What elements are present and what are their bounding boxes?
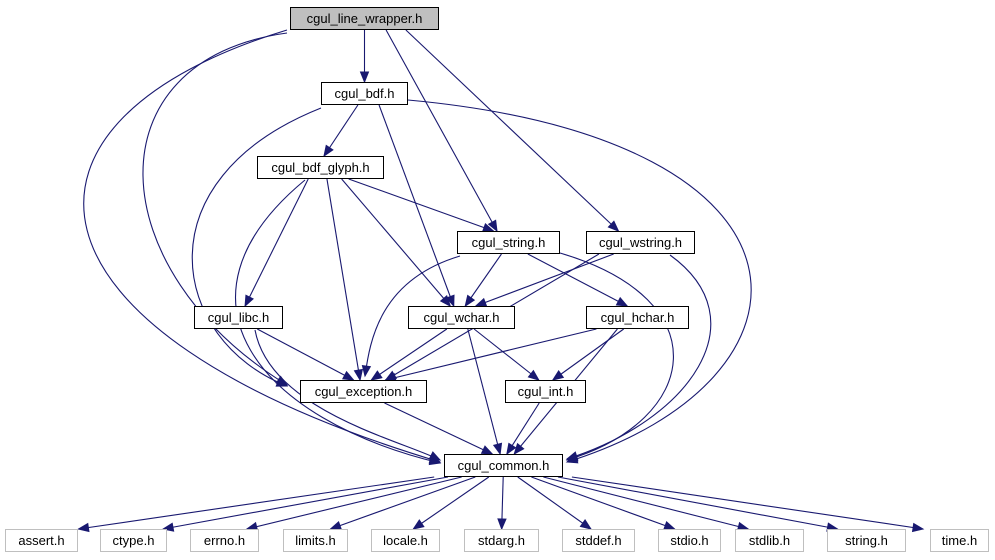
- edge-common-to-locale-arrowhead: [412, 519, 425, 530]
- edge-line-wrapper-to-string: [385, 29, 498, 232]
- edge-bdf-glyph-to-exception: [326, 178, 361, 381]
- node-cgul-bdf-h[interactable]: cgul_bdf.h: [321, 82, 408, 105]
- edge-bdf-to-bdf-glyph-arrowhead: [323, 144, 334, 158]
- edge-hchar-to-exception: [385, 328, 597, 381]
- node-ctype-h: ctype.h: [100, 529, 167, 552]
- edge-bdf-glyph-to-string: [348, 178, 494, 232]
- edge-wstring-to-wchar: [475, 253, 614, 307]
- edge-bdf-to-exception-arrowhead: [275, 377, 289, 387]
- edge-string-to-wchar: [464, 253, 502, 307]
- dependency-edges: [77, 29, 925, 533]
- edge-wchar-to-exception-arrowhead: [370, 370, 383, 381]
- edge-wstring-to-common: [566, 254, 712, 460]
- edge-string-to-common: [559, 252, 674, 461]
- node-cgul-line-wrapper-h: cgul_line_wrapper.h: [290, 7, 439, 30]
- node-locale-h: locale.h: [371, 529, 440, 552]
- edge-string-to-hchar: [527, 253, 628, 307]
- edge-line-wrapper-to-bdf-arrowhead: [359, 71, 370, 84]
- edge-common-to-locale: [413, 476, 490, 530]
- edge-bdf-glyph-to-exception-arrowhead: [353, 368, 364, 382]
- edge-bdf-to-exception: [191, 107, 322, 387]
- edge-common-to-string-h: [557, 476, 838, 530]
- edge-common-to-stdarg-arrowhead: [497, 518, 507, 531]
- edge-hchar-to-int: [552, 328, 625, 381]
- edge-line-wrapper-to-common: [83, 29, 441, 463]
- node-errno-h: errno.h: [190, 529, 259, 552]
- node-cgul-common-h[interactable]: cgul_common.h: [444, 454, 563, 477]
- edge-wchar-to-exception: [371, 328, 448, 381]
- edge-wchar-to-int-arrowhead: [527, 369, 540, 381]
- edge-bdf-glyph-to-common: [235, 179, 441, 464]
- edge-wstring-to-common-arrowhead: [565, 451, 579, 461]
- edge-libc-to-common-arrowhead: [428, 451, 442, 461]
- edge-string-to-wchar-arrowhead: [464, 294, 476, 308]
- edge-common-to-time-arrowhead: [911, 522, 925, 533]
- edge-bdf-glyph-to-wchar: [341, 178, 451, 307]
- node-limits-h: limits.h: [283, 529, 348, 552]
- edge-libc-to-common: [254, 329, 441, 461]
- node-cgul-libc-h[interactable]: cgul_libc.h: [194, 306, 283, 329]
- edge-bdf-to-wchar: [378, 104, 455, 307]
- edge-exception-to-common-arrowhead: [480, 445, 494, 455]
- edge-line-wrapper-to-string-arrowhead: [487, 219, 498, 233]
- edge-common-to-ctype: [163, 476, 449, 530]
- edge-common-to-limits: [330, 476, 476, 530]
- edge-common-to-stdio: [531, 476, 675, 530]
- edge-line-wrapper-to-wstring-arrowhead: [607, 220, 620, 232]
- node-cgul-wstring-h[interactable]: cgul_wstring.h: [586, 231, 695, 254]
- edge-line-wrapper-to-exception: [142, 32, 288, 386]
- edge-line-wrapper-to-wstring: [405, 29, 619, 232]
- node-time-h: time.h: [930, 529, 989, 552]
- edge-common-to-stddef-arrowhead: [579, 519, 592, 530]
- edge-bdf-glyph-to-libc: [244, 178, 309, 307]
- edge-common-to-time: [571, 476, 924, 530]
- edge-hchar-to-common-arrowhead: [513, 442, 525, 456]
- edge-int-to-common-arrowhead: [506, 442, 517, 456]
- edge-libc-to-exception-arrowhead: [342, 370, 355, 381]
- edge-wchar-to-common: [467, 328, 501, 455]
- edge-bdf-to-common: [407, 99, 752, 463]
- edge-common-to-assert: [78, 476, 435, 530]
- edge-string-to-exception-arrowhead: [361, 364, 372, 378]
- edge-string-to-exception: [364, 255, 461, 377]
- node-cgul-string-h[interactable]: cgul_string.h: [457, 231, 560, 254]
- edge-common-to-assert-arrowhead: [77, 522, 90, 533]
- node-stddef-h: stddef.h: [562, 529, 635, 552]
- node-cgul-bdf-glyph-h[interactable]: cgul_bdf_glyph.h: [257, 156, 384, 179]
- edge-bdf-glyph-to-libc-arrowhead: [244, 294, 254, 308]
- edge-hchar-to-int-arrowhead: [551, 370, 565, 381]
- node-stdlib-h: stdlib.h: [735, 529, 804, 552]
- node-stdio-h: stdio.h: [658, 529, 721, 552]
- edge-common-to-errno: [246, 476, 462, 530]
- node-stdarg-h: stdarg.h: [464, 529, 539, 552]
- node-cgul-exception-h[interactable]: cgul_exception.h: [300, 380, 427, 403]
- node-cgul-int-h[interactable]: cgul_int.h: [505, 380, 586, 403]
- edge-exception-to-common: [384, 402, 493, 455]
- node-assert-h: assert.h: [5, 529, 78, 552]
- edge-string-to-hchar-arrowhead: [615, 296, 629, 307]
- edge-wchar-to-common-arrowhead: [492, 442, 503, 456]
- edge-common-to-stdlib: [543, 476, 749, 530]
- edge-libc-to-exception: [256, 328, 354, 381]
- node-string-h: string.h: [827, 529, 906, 552]
- edge-wchar-to-int: [473, 328, 540, 381]
- edge-bdf-to-wchar-arrowhead: [445, 294, 455, 308]
- node-cgul-wchar-h[interactable]: cgul_wchar.h: [408, 306, 515, 329]
- edge-common-to-stddef: [517, 476, 592, 530]
- node-cgul-hchar-h[interactable]: cgul_hchar.h: [586, 306, 689, 329]
- edge-bdf-glyph-to-wchar-arrowhead: [439, 294, 452, 308]
